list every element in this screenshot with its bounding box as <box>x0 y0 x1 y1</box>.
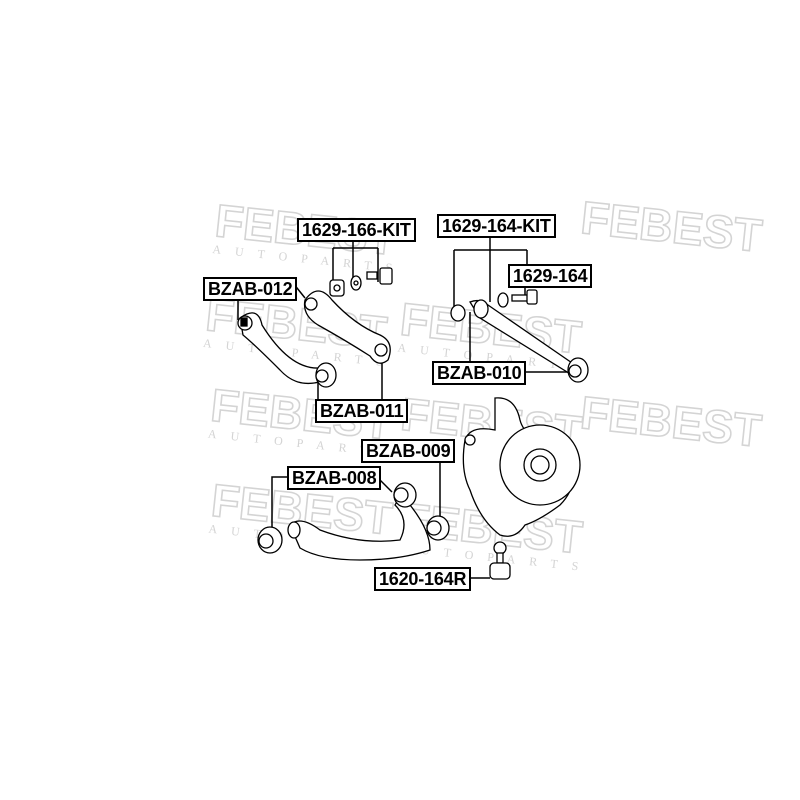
washer-icon <box>497 292 509 308</box>
svg-text:FEBEST: FEBEST <box>578 386 764 457</box>
label-bzab-012: BZAB-012 <box>203 277 298 301</box>
label-bzab-011: BZAB-011 <box>315 399 409 423</box>
label-1629-164-kit: 1629-164-KIT <box>437 214 556 238</box>
nut-icon <box>329 279 345 297</box>
svg-text:FEBEST: FEBEST <box>579 191 765 262</box>
label-bzab-010: BZAB-010 <box>432 361 527 385</box>
label-1629-164: 1629-164 <box>508 264 593 288</box>
washer-icon <box>350 275 362 291</box>
label-bzab-009: BZAB-009 <box>361 439 456 463</box>
label-bzab-008: BZAB-008 <box>287 466 382 490</box>
ball-joint-icon <box>489 541 511 580</box>
bolt-icon <box>511 289 538 305</box>
bushing-icon <box>450 304 466 322</box>
parts <box>237 267 589 580</box>
label-1629-166-kit: 1629-166-KIT <box>297 218 416 242</box>
upper-link-icon <box>303 290 391 364</box>
label-1620-164r: 1620-164R <box>374 567 472 591</box>
bolt-icon <box>366 267 393 285</box>
